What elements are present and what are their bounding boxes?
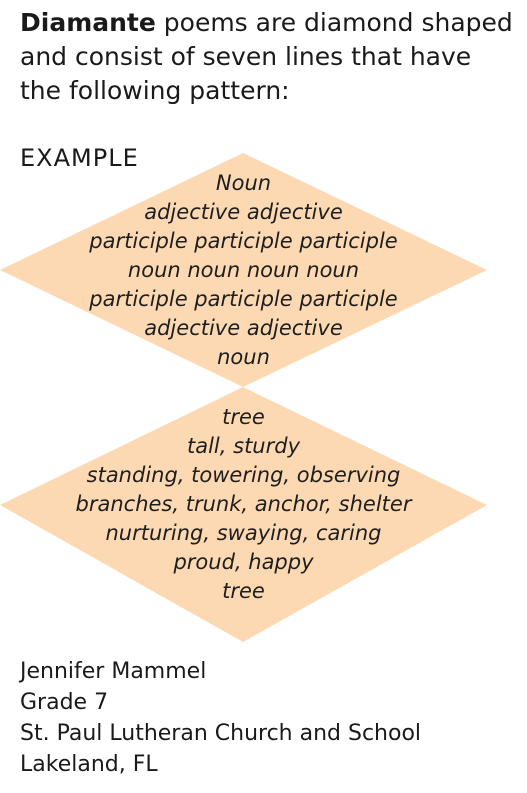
example-label: EXAMPLE [20, 144, 139, 172]
example-poem: tree tall, sturdy standing, towering, ob… [0, 403, 487, 606]
example-line: tree [222, 405, 265, 429]
example-diamond [0, 387, 487, 642]
example-line: proud, happy [173, 550, 314, 574]
pattern-poem: Noun adjective adjective participle part… [0, 169, 487, 372]
pattern-line: Noun [215, 171, 272, 195]
intro-bold-term: Diamante [20, 8, 156, 37]
author-school: St. Paul Lutheran Church and School [20, 721, 422, 746]
author-location: Lakeland, FL [20, 752, 158, 777]
pattern-diamond [0, 153, 487, 387]
pattern-line: adjective adjective [144, 200, 343, 224]
example-line: tree [222, 579, 265, 603]
example-line: standing, towering, observing [86, 463, 401, 487]
example-line: nurturing, swaying, caring [105, 521, 382, 545]
pattern-line: participle participle participle [89, 287, 398, 311]
pattern-line: adjective adjective [144, 316, 343, 340]
intro-text: poems are diamond shaped and consist of … [20, 8, 513, 105]
example-line: branches, trunk, anchor, shelter [75, 492, 412, 516]
author-name: Jennifer Mammel [20, 659, 207, 684]
pattern-line: noun [217, 345, 270, 369]
intro-paragraph: Diamante poems are diamond shaped and co… [20, 6, 520, 108]
author-grade: Grade 7 [20, 690, 109, 715]
author-credit: Jennifer Mammel Grade 7 St. Paul Luthera… [20, 656, 421, 780]
pattern-line: participle participle participle [89, 229, 398, 253]
pattern-line: noun noun noun noun [127, 258, 360, 282]
example-line: tall, sturdy [187, 434, 300, 458]
